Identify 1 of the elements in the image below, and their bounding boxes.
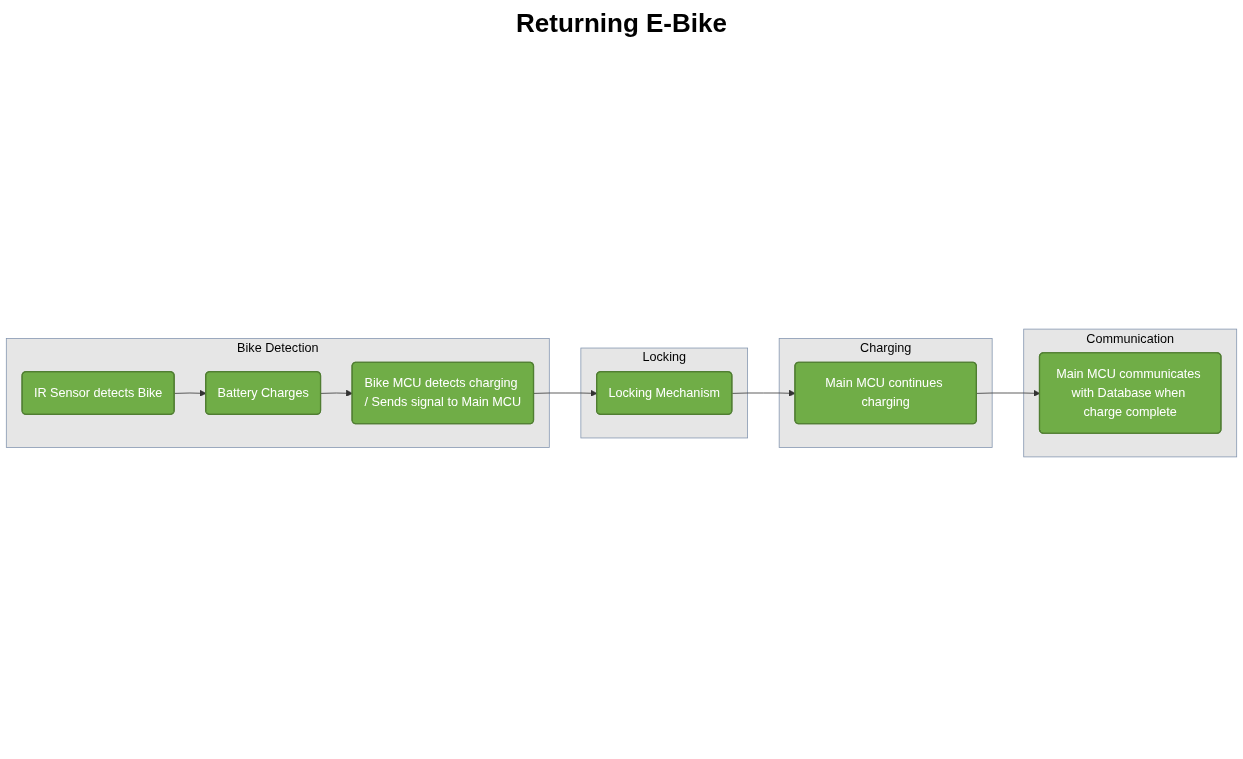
diagram-title: Returning E-Bike: [515, 8, 728, 39]
